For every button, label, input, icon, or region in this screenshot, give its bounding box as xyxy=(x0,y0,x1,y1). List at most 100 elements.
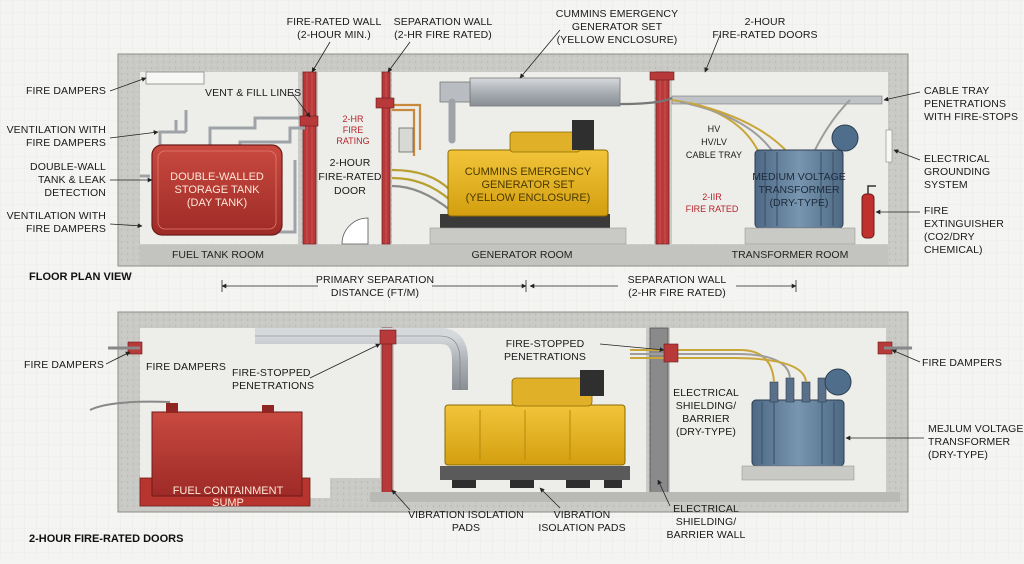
section-floor-slab xyxy=(370,492,900,502)
rating-label-2: FIRE xyxy=(343,125,364,135)
gen-label-1: CUMMINS EMERGENCY xyxy=(465,166,592,178)
transformer-fan xyxy=(831,124,859,152)
section-transformer-fan xyxy=(824,368,852,396)
tank-vent-cap xyxy=(262,405,274,413)
generator-louvers xyxy=(479,410,571,460)
callout-gr-2: GROUNDING xyxy=(924,166,990,178)
callout-fe-4: CHEMICAL) xyxy=(924,244,983,256)
sec-shield-2: SHIELDING/ xyxy=(676,400,737,412)
rating2-label-1: 2-IIR xyxy=(702,192,722,202)
dim-primary-bg xyxy=(318,272,432,300)
tank-label-1: DOUBLE-WALLED xyxy=(170,171,264,183)
sec-shield-1: ELECTRICAL xyxy=(673,387,739,399)
leader-sec-vib1 xyxy=(391,489,411,511)
room-label-strip xyxy=(140,245,888,265)
floor-plan-view: DOUBLE-WALLED STORAGE TANK (DAY TANK) 2-… xyxy=(117,53,909,267)
callout-sw-1: SEPARATION WALL xyxy=(394,16,493,28)
room-transformer-label: TRANSFORMER ROOM xyxy=(732,249,849,261)
sec-vib1-2: PADS xyxy=(452,522,480,534)
leader-separation-wall xyxy=(387,41,411,73)
leader-fire-rated-wall xyxy=(311,41,331,73)
sec-xf-3: (DRY-TYPE) xyxy=(928,449,988,461)
room-fuel-label: FUEL TANK ROOM xyxy=(172,249,264,261)
leader-vent-fill xyxy=(291,92,311,118)
fuel-room-vent xyxy=(145,71,205,85)
callout-fe-2: EXTINGUISHER xyxy=(924,218,1004,230)
section-generator-filter xyxy=(580,370,604,396)
exhaust-silencer xyxy=(439,81,471,103)
door-corridor xyxy=(318,72,384,244)
transformer-fins xyxy=(764,152,834,226)
sec-xf-2: TRANSFORMER xyxy=(928,436,1010,448)
tank-label-2: STORAGE TANK xyxy=(175,184,261,196)
dim-separation-2: (2-HR FIRE RATED) xyxy=(628,287,726,299)
callout-ctp-2: PENETRATIONS xyxy=(924,98,1006,110)
callout-2hd-1: 2-HOUR xyxy=(745,16,786,28)
room-generator-label: GENERATOR ROOM xyxy=(471,249,572,261)
leader-2hour-doors xyxy=(704,34,721,73)
dimension-lines: PRIMARY SEPARATION DISTANCE (FT/M) SEPAR… xyxy=(221,272,797,300)
sec-fs-top-2: PENETRATIONS xyxy=(504,351,586,363)
control-panel xyxy=(398,127,414,153)
dim-primary-1: PRIMARY SEPARATION xyxy=(316,274,434,286)
transformer-fire-wall xyxy=(655,71,670,245)
fill-line xyxy=(89,400,171,411)
leader-vent2 xyxy=(109,223,143,229)
sec-fd-inner: FIRE DAMPERS xyxy=(146,361,226,373)
rating-label-1: 2-HR xyxy=(342,114,364,124)
section-callouts: FIRE DAMPERS FIRE DAMPERS FIRE-STOPPED P… xyxy=(24,338,1024,545)
callout-ctp-1: CABLE TRAY xyxy=(924,85,989,97)
door-label-2: FIRE-RATED xyxy=(318,171,382,183)
leader-sec-fs-left xyxy=(309,343,381,379)
leader-fire-dampers xyxy=(109,77,147,92)
leader-grounding xyxy=(893,149,921,161)
transformer-cables xyxy=(671,99,851,156)
xf-label-1: MEDIUM VOLTAGE xyxy=(752,171,846,183)
callout-cummins-3: (YELLOW ENCLOSURE) xyxy=(557,34,678,46)
leader-cummins xyxy=(519,29,561,79)
callout-vent1-2: FIRE DAMPERS xyxy=(26,137,106,149)
sec-xf-1: MEJLUM VOLTAGE xyxy=(928,423,1024,435)
tank-label-3: (DAY TANK) xyxy=(187,197,247,209)
section-pipe-firestop xyxy=(379,329,397,345)
section-cable-firestop xyxy=(663,343,679,363)
xf-label-2: TRANSFORMER xyxy=(758,184,840,196)
leader-sec-vib2 xyxy=(539,487,561,509)
callout-frw-1: FIRE-RATED WALL xyxy=(287,16,382,28)
extinguisher-hose xyxy=(867,185,876,194)
sump-label-2: SUMP xyxy=(212,497,244,509)
left-callouts: FIRE DAMPERS VENTILATION WITH FIRE DAMPE… xyxy=(7,77,311,283)
leader-sec-fs-top xyxy=(599,343,665,352)
gen-label-3: (YELLOW ENCLOSURE) xyxy=(466,192,591,204)
callout-dw-3: DETECTION xyxy=(44,187,106,199)
sec-fs-left-2: PENETRATIONS xyxy=(232,380,314,392)
callout-fe-1: FIRE xyxy=(924,205,948,217)
sec-vib2-1: VIBRATION xyxy=(554,509,611,521)
leader-sec-barrier xyxy=(657,479,671,507)
callout-gr-3: SYSTEM xyxy=(924,179,968,191)
section-generator-skid xyxy=(440,466,630,480)
section-transformer-pad xyxy=(741,465,855,481)
top-callouts: FIRE-RATED WALL (2-HOUR MIN.) SEPARATION… xyxy=(287,8,818,79)
leader-sec-fd-left xyxy=(105,351,131,365)
sec-shield-3: BARRIER xyxy=(682,413,730,425)
generator-air-filter xyxy=(572,120,594,150)
xf-label-3: (DRY-TYPE) xyxy=(770,197,829,209)
cable-tray xyxy=(671,95,883,105)
exhaust-duct xyxy=(469,77,621,107)
generator-engine-top xyxy=(509,131,581,153)
generator-pad xyxy=(429,227,627,245)
cable-tray-label-3: CABLE TRAY xyxy=(686,150,742,160)
callout-vent1-1: VENTILATION WITH xyxy=(7,124,106,136)
cable-tray-label-2: HV/LV xyxy=(701,137,727,147)
generator-cables xyxy=(391,96,673,211)
sump-label-1: FUEL CONTAINMENT xyxy=(173,485,284,497)
fire-rated-wall xyxy=(302,71,317,245)
tank-fill-cap xyxy=(166,403,178,413)
day-tank-inner-wall xyxy=(157,150,277,230)
leader-vent1 xyxy=(109,130,159,139)
dim-separation-1: SEPARATION WALL xyxy=(628,274,727,286)
callout-frw-2: (2-HOUR MIN.) xyxy=(297,29,371,41)
callout-cummins-2: GENERATOR SET xyxy=(572,21,663,33)
